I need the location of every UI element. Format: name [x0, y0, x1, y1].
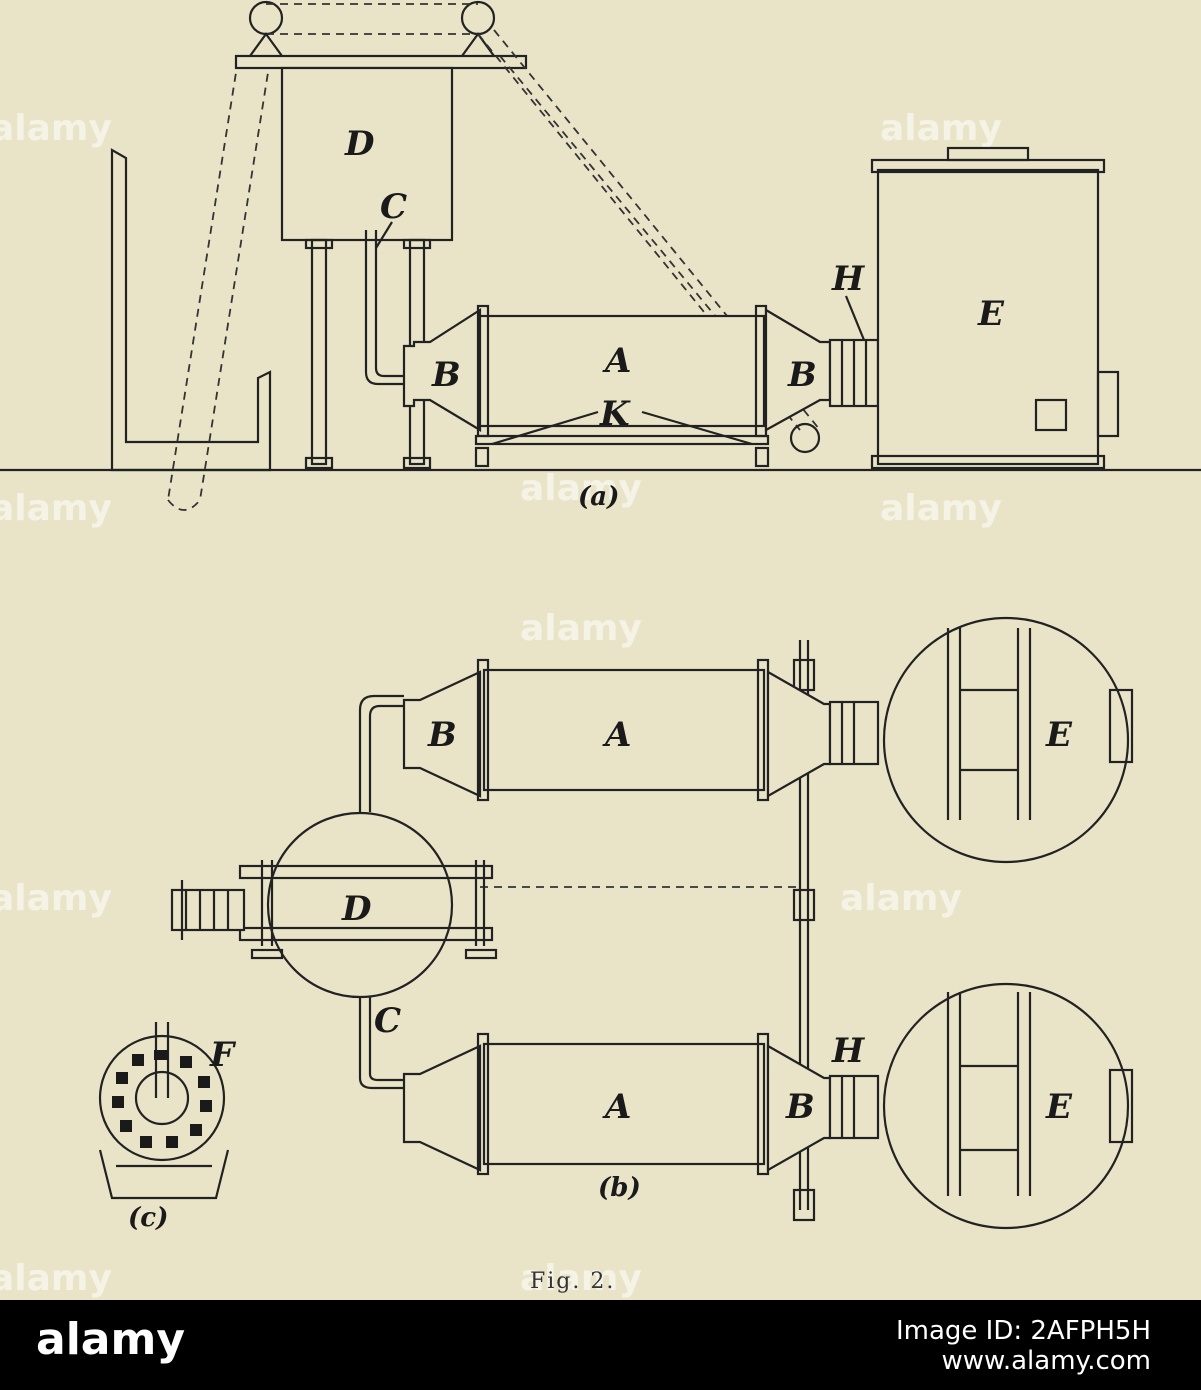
coupling-h [828, 338, 880, 408]
pulley-right [460, 0, 496, 36]
label-C: C [380, 187, 407, 227]
leader-H [844, 295, 866, 341]
watermark: alamy [840, 878, 962, 919]
pipe-c-inner [374, 230, 404, 378]
watermark-layer: alamy alamy alamy alamy alamy alamy alam… [0, 108, 1002, 1299]
leader-K-right [641, 410, 753, 446]
caption-c: (c) [128, 1203, 168, 1233]
furnace-e-lower [882, 982, 1130, 1230]
pipe-c [364, 230, 404, 386]
label-B-lower: B [785, 1087, 815, 1127]
burner-stand [98, 1149, 230, 1200]
watermark: alamy [0, 878, 112, 919]
apparatus-figure: alamy alamy alamy alamy alamy alamy alam… [0, 0, 1201, 1299]
caption-b: (b) [598, 1173, 641, 1203]
tank-d [280, 66, 454, 242]
cylinder-a [478, 314, 766, 428]
trough [110, 148, 272, 472]
cone-b-left [402, 307, 482, 432]
caption-a: (a) [578, 482, 619, 512]
label-A-lower: A [602, 1087, 631, 1127]
stock-footer: alamy Image ID: 2AFPH5H www.alamy.com [0, 1300, 1201, 1390]
label-H-plan: H [831, 1031, 866, 1071]
footer-id: Image ID: 2AFPH5H www.alamy.com [896, 1316, 1151, 1376]
image-id: Image ID: 2AFPH5H [895, 1316, 1151, 1346]
chain-pulley [789, 422, 821, 454]
overhead-frame [234, 0, 528, 70]
label-F: F [209, 1035, 237, 1075]
figure-caption: Fig. 2. [530, 1269, 615, 1294]
hoist-chain-left [167, 59, 271, 511]
watermark: alamy [520, 1258, 642, 1299]
label-E-lower: E [1045, 1087, 1073, 1127]
label-A-upper: A [602, 715, 631, 755]
crank-gear [170, 880, 246, 940]
label-H: H [831, 259, 866, 299]
detail-view-c: F (c) [98, 1022, 237, 1233]
watermark: alamy [520, 608, 642, 649]
label-D: D [344, 124, 375, 164]
retort-upper [402, 658, 880, 802]
label-B-left: B [431, 355, 461, 395]
site-url: www.alamy.com [941, 1346, 1151, 1376]
leader-C [375, 221, 393, 249]
burner-holes [112, 1050, 212, 1148]
label-E-upper: E [1045, 715, 1073, 755]
furnace-e [876, 168, 1100, 466]
plan-view-b: B A E D [170, 616, 1134, 1230]
label-B-upper: B [427, 715, 457, 755]
furnace-nozzle [1096, 370, 1120, 438]
label-D-plan: D [341, 889, 372, 929]
retort-lower [402, 1032, 880, 1176]
label-C-plan: C [374, 1001, 401, 1041]
elevation-view-a: D C B A K B [0, 0, 1201, 512]
pulley-left [248, 0, 284, 36]
label-E: E [977, 294, 1005, 334]
label-A: A [602, 341, 631, 381]
furnace-e-upper [882, 616, 1130, 864]
furnace-door [1034, 398, 1068, 432]
watermark: alamy [880, 108, 1002, 149]
watermark: alamy [880, 488, 1002, 529]
watermark: alamy [0, 488, 112, 529]
label-K: K [599, 394, 631, 434]
footer-brand: alamy [36, 1314, 185, 1365]
watermark: alamy [0, 1258, 112, 1299]
watermark: alamy [520, 468, 642, 509]
watermark: alamy [0, 108, 112, 149]
label-B-right: B [787, 355, 817, 395]
leader-K-left [491, 410, 599, 446]
